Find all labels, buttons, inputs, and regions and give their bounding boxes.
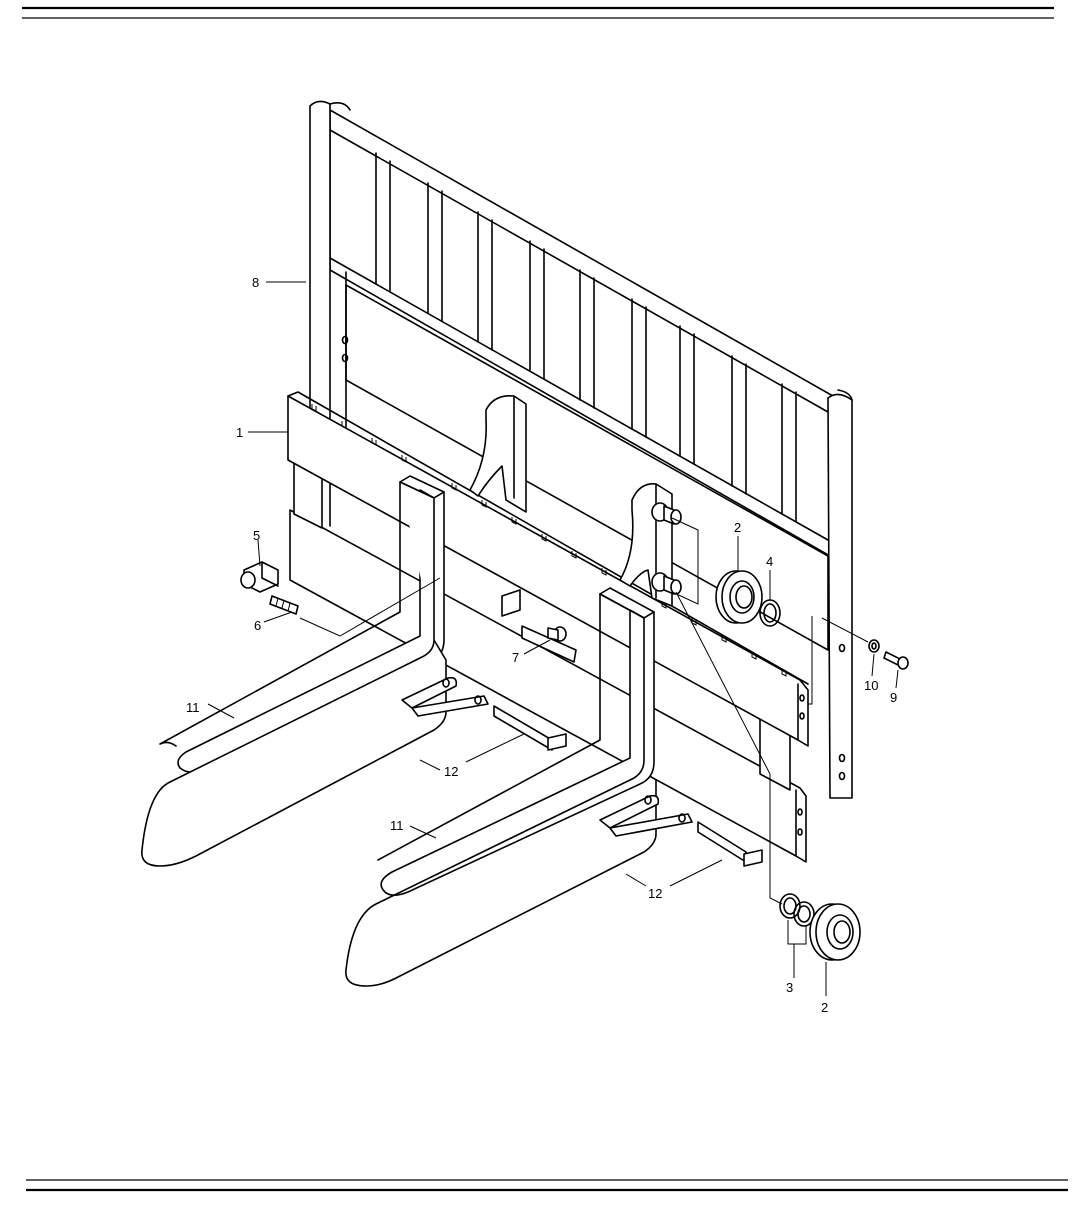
hinge-pins <box>651 502 682 595</box>
header-rules <box>22 6 1054 19</box>
shim-rings-lower <box>779 893 815 927</box>
callout-5: 5 <box>253 528 260 543</box>
callout-11-left: 11 <box>186 700 200 715</box>
callout-4: 4 <box>766 554 773 569</box>
bolt-7 <box>547 626 567 642</box>
callout-6: 6 <box>254 618 261 633</box>
callout-8: 8 <box>252 275 259 290</box>
bolt-9 <box>883 651 909 670</box>
callout-1: 1 <box>236 425 243 440</box>
footer-rules <box>26 1179 1068 1192</box>
fork-right <box>345 587 657 987</box>
callout-2-upper: 2 <box>734 520 741 535</box>
carriage-notches <box>311 404 787 677</box>
callout-2-lower: 2 <box>821 1000 828 1015</box>
bearing-upper <box>715 570 763 624</box>
callout-12-right: 12 <box>648 886 662 901</box>
callout-11-right: 11 <box>390 818 404 833</box>
washer-10 <box>868 639 880 653</box>
callout-3: 3 <box>786 980 793 995</box>
fork-pin-right <box>599 794 763 867</box>
stopper-block <box>240 561 279 593</box>
callout-12-left: 12 <box>444 764 458 779</box>
callout-7: 7 <box>512 650 519 665</box>
callout-labels: 8 1 5 6 7 2 4 10 9 11 12 11 12 3 2 <box>186 275 897 1015</box>
load-backrest <box>309 100 853 799</box>
fork-left <box>141 475 447 867</box>
callout-9: 9 <box>890 690 897 705</box>
backrest-bars <box>375 152 797 523</box>
leader-lines <box>207 281 899 996</box>
bearing-lower <box>809 903 861 961</box>
fork-pin-left <box>401 676 567 751</box>
callout-10: 10 <box>864 678 878 693</box>
stud-bolt <box>269 595 299 615</box>
